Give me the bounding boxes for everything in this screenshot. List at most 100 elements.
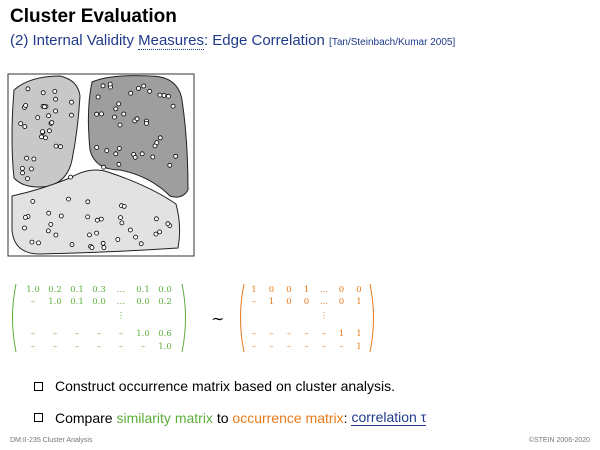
data-point <box>154 140 160 146</box>
data-point <box>170 103 176 109</box>
data-point <box>128 90 134 96</box>
data-point <box>66 196 71 202</box>
data-point <box>94 111 99 117</box>
occurrence-matrix-cell: – <box>287 342 291 352</box>
bullet-box-icon <box>34 413 43 422</box>
data-point <box>25 86 31 92</box>
data-point <box>133 234 139 240</box>
data-point <box>121 111 127 117</box>
similarity-bracket-left <box>12 283 17 353</box>
similarity-matrix-cell: – <box>31 342 35 352</box>
data-point <box>22 225 27 231</box>
data-point <box>95 94 101 100</box>
correlation-link[interactable]: correlation τ <box>351 409 427 426</box>
data-point <box>36 240 41 246</box>
similarity-matrix-cell: – <box>31 329 35 339</box>
similarity-matrix-term: similarity matrix <box>116 409 213 426</box>
similarity-matrix-cell: – <box>97 342 101 352</box>
occurrence-bracket-left <box>240 283 245 353</box>
data-point <box>101 245 107 250</box>
occurrence-matrix-cell: – <box>322 329 326 339</box>
occurrence-matrix-cell: – <box>339 342 343 352</box>
data-point <box>31 156 37 162</box>
occurrence-matrix-cell: 0 <box>339 297 344 307</box>
subtitle-prefix: (2) Internal Validity <box>10 32 139 49</box>
occurrence-matrix-cell: 1 <box>356 342 361 352</box>
occurrence-matrix-cell: – <box>269 342 273 352</box>
data-point <box>132 154 138 160</box>
bullet-item-2: Compare similarity matrix to occurrence … <box>34 409 427 426</box>
occurrence-matrix-cell: … <box>320 297 329 307</box>
similarity-matrix-cell: 0.1 <box>70 285 84 295</box>
data-point <box>18 121 24 126</box>
similarity-matrix-cell: 1.0 <box>158 342 172 352</box>
similarity-matrix-cell: … <box>117 285 126 295</box>
bullet-text-1: Construct occurrence matrix based on clu… <box>55 378 396 394</box>
occurrence-matrix-cell: 1 <box>356 297 361 307</box>
data-point <box>87 232 92 238</box>
similarity-matrix-cell: – <box>97 329 101 339</box>
similarity-matrix-cell: 0.0 <box>158 285 172 295</box>
occurrence-matrix-cell: – <box>322 342 326 352</box>
occurrence-matrix-cell: 1 <box>356 329 361 339</box>
data-point <box>47 128 52 134</box>
slide-title: Cluster Evaluation <box>10 6 177 27</box>
data-point <box>115 237 121 242</box>
similarity-matrix-cell: 0.1 <box>70 297 84 307</box>
data-point <box>116 101 122 107</box>
occurrence-matrix-cell: 0 <box>286 297 291 307</box>
data-point <box>134 116 140 122</box>
data-point <box>24 155 30 161</box>
similarity-matrix-cell: – <box>53 342 57 352</box>
similarity-matrix-cell: – <box>75 342 79 352</box>
data-point <box>53 108 58 114</box>
similarity-matrix-cell: 1.0 <box>26 285 40 295</box>
data-point <box>94 217 100 223</box>
occurrence-matrix-term: occurrence matrix <box>232 409 344 426</box>
occurrence-matrix-cell: 0 <box>304 297 309 307</box>
data-point <box>23 103 29 108</box>
data-point <box>39 134 44 140</box>
cluster-region-top-right <box>87 75 189 198</box>
data-point <box>107 81 113 87</box>
data-point <box>19 165 25 171</box>
similarity-matrix-cell: … <box>117 297 126 307</box>
occurrence-matrix-cell: 0 <box>339 285 344 295</box>
data-point <box>136 86 141 91</box>
slide-subtitle: (2) Internal Validity Measures: Edge Cor… <box>10 32 455 50</box>
data-point <box>99 111 104 117</box>
data-point <box>49 120 55 125</box>
data-point <box>104 148 110 154</box>
data-point <box>112 114 117 120</box>
occurrence-matrix-cell: 0 <box>286 285 291 295</box>
bullet-box-icon <box>34 381 43 391</box>
data-point <box>68 174 73 180</box>
subtitle-measures-link[interactable]: Measures <box>138 32 204 50</box>
occurrence-matrix-cell: 1 <box>304 285 309 295</box>
occurrence-bracket-right <box>369 283 374 353</box>
data-point <box>85 214 91 220</box>
data-point <box>69 99 74 105</box>
data-point <box>40 129 45 135</box>
similarity-matrix-cell: 0.2 <box>158 297 172 307</box>
similarity-matrix-cell: 0.1 <box>136 285 150 295</box>
similarity-matrix-cell: – <box>53 329 57 339</box>
data-point <box>29 239 35 245</box>
data-point <box>85 199 91 205</box>
data-point <box>116 145 122 151</box>
data-point <box>98 216 104 222</box>
data-point <box>141 83 147 89</box>
data-point <box>173 153 179 159</box>
data-point <box>127 227 133 233</box>
data-point <box>138 241 144 247</box>
similarity-matrix-cell: 0.0 <box>92 297 106 307</box>
footer-right: ©STEIN 2006-2020 <box>528 437 590 444</box>
similarity-matrix-cell: 0.2 <box>48 285 62 295</box>
data-point <box>53 143 59 149</box>
occurrence-matrix-cell: – <box>269 329 273 339</box>
data-point <box>147 88 153 94</box>
data-point <box>121 203 127 209</box>
data-point <box>117 122 123 128</box>
data-point <box>22 124 28 129</box>
